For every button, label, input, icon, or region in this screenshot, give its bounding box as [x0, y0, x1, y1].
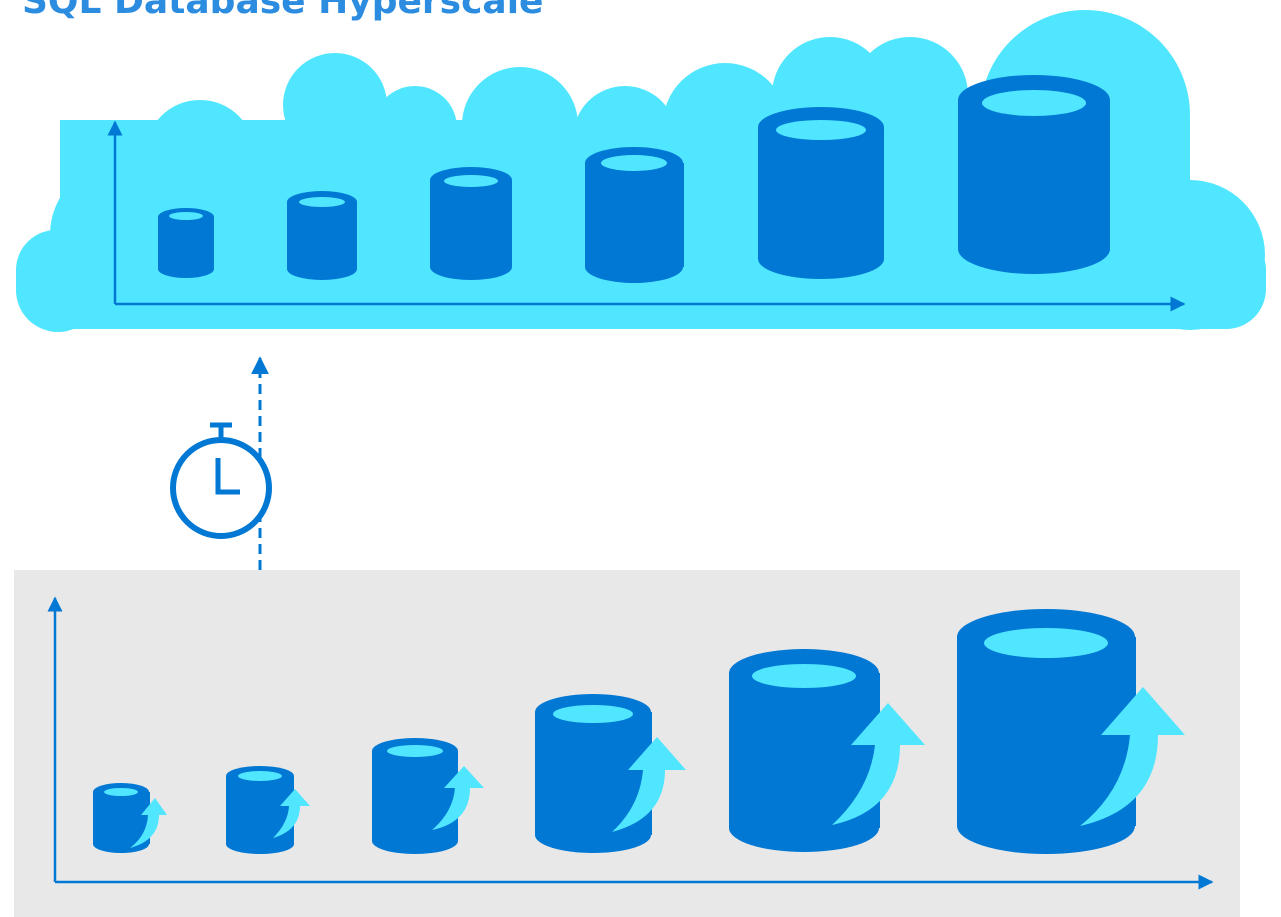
growth-arrow-icon [273, 789, 310, 838]
local-database-6 [957, 609, 1136, 854]
growth-arrow-icon [1080, 687, 1185, 826]
local-section [14, 570, 1240, 917]
cloud-database-1 [158, 208, 214, 278]
stopwatch-icon [170, 422, 272, 539]
local-database-5 [729, 649, 880, 852]
local-database-4 [535, 694, 652, 853]
cloud-database-5 [758, 107, 884, 279]
local-database-2 [226, 766, 294, 854]
cloud-database-4 [585, 147, 684, 283]
local-database-1 [93, 783, 150, 853]
cloud-database-6 [958, 75, 1110, 274]
cloud-database-3 [430, 167, 512, 280]
growth-arrow-icon [832, 703, 925, 825]
growth-arrow-icon [432, 766, 484, 830]
local-database-3 [372, 738, 458, 854]
page-title: SQL Database Hyperscale [22, 0, 544, 22]
cloud-database-2 [287, 191, 357, 280]
cloud-section [16, 10, 1266, 332]
growth-arrow-icon [612, 737, 686, 832]
growth-arrow-icon [130, 798, 167, 848]
